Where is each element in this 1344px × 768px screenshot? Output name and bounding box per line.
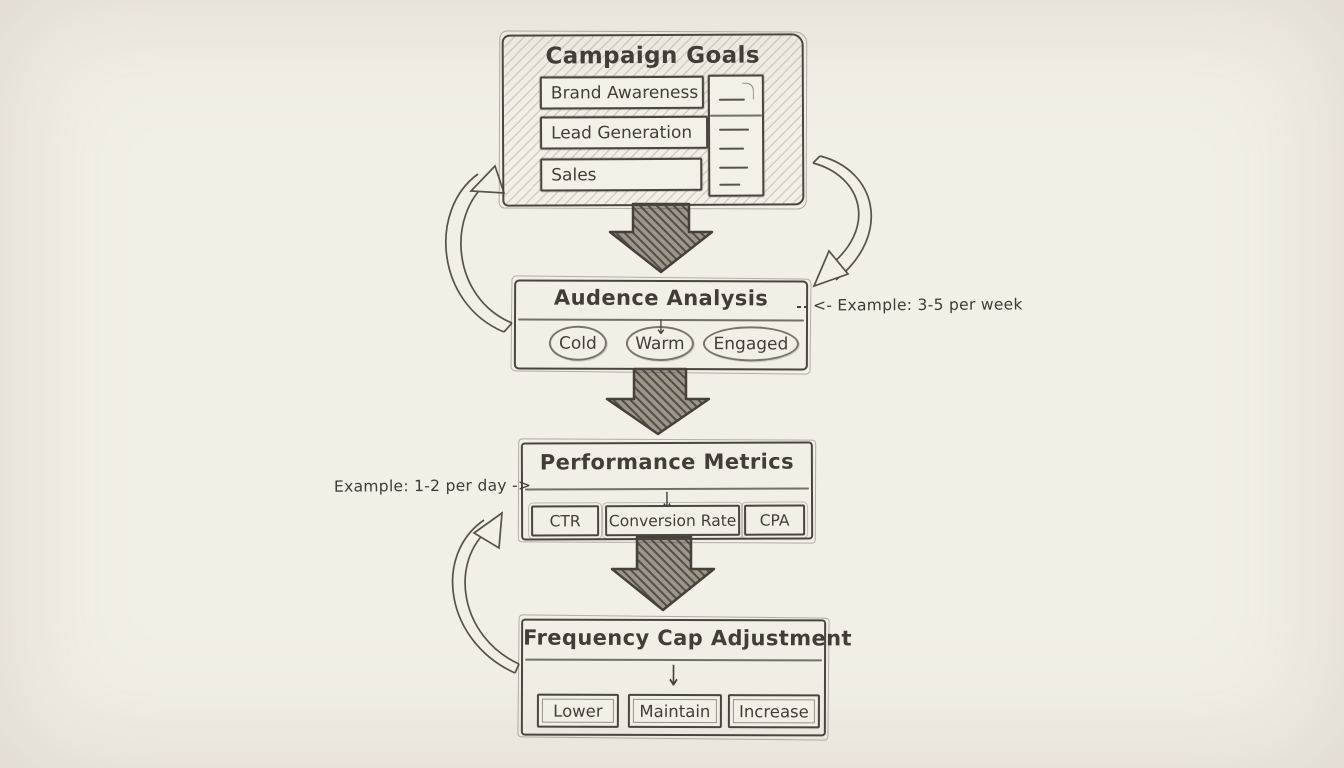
metric-ctr[interactable]: CTR: [528, 502, 603, 540]
goal-lead-generation[interactable]: Lead Generation: [539, 115, 709, 150]
feedback-arrow-goals-to-audience-icon: [812, 155, 872, 288]
campaign-goals-box: Campaign Goals Brand Awareness Lead Gene…: [501, 33, 805, 207]
annotation-per-day-example: Example: 1-2 per day ->: [333, 476, 532, 496]
goal-sales[interactable]: Sales: [540, 157, 703, 192]
frequency-cap-box: Frequency Cap Adjustment ↓ Lower Maintai…: [520, 618, 852, 737]
segment-warm[interactable]: Warm: [625, 325, 694, 362]
down-arrow-icon: ↓: [665, 659, 682, 694]
segment-engaged[interactable]: Engaged: [702, 326, 799, 362]
feedback-arrow-frequency-to-metrics-icon: [451, 511, 520, 674]
performance-metrics-title: Performance Metrics: [539, 449, 795, 475]
frequency-cap-title: Frequency Cap Adjustment: [523, 625, 852, 651]
audience-analysis-box: Audence Analysis ↓ Cold Warm Engaged: [513, 279, 809, 371]
slider-tick: [719, 166, 749, 169]
slider-tick: [719, 128, 750, 131]
slider-tick: [719, 183, 741, 186]
annotation-per-week-example: <- Example: 3-5 per week: [812, 295, 1023, 315]
slider-tick: [719, 147, 745, 150]
flow-arrow-goals-to-audience-icon: [608, 202, 714, 274]
goal-brand-awareness[interactable]: Brand Awareness: [539, 75, 704, 110]
performance-metrics-box: Performance Metrics ↓ CTR Conversion Rat…: [520, 441, 814, 541]
segment-cold[interactable]: Cold: [548, 325, 607, 361]
slider-handle[interactable]: [718, 98, 745, 101]
flow-arrow-audience-to-metrics-icon: [605, 367, 711, 436]
metric-conversion-rate[interactable]: Conversion Rate: [602, 501, 744, 540]
slider-handle-icon: [741, 82, 754, 100]
feedback-arrow-audience-to-goals-icon: [444, 164, 513, 333]
option-increase-button[interactable]: Increase: [727, 694, 820, 729]
goal-priority-slider[interactable]: [707, 74, 765, 197]
option-maintain-button[interactable]: Maintain: [627, 693, 722, 729]
audience-analysis-title: Audence Analysis: [553, 285, 769, 311]
metric-cpa[interactable]: CPA: [741, 501, 809, 539]
slider-divider: [709, 114, 762, 117]
option-lower-button[interactable]: Lower: [536, 693, 619, 728]
campaign-goals-title: Campaign Goals: [545, 42, 760, 70]
flow-arrow-metrics-to-frequency-icon: [610, 535, 716, 612]
